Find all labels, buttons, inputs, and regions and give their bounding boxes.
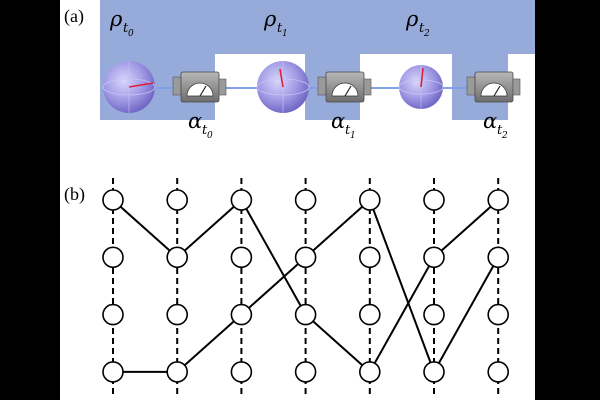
lattice-node (102, 361, 124, 383)
svg-text:t: t (345, 123, 351, 138)
alpha-label-0: α t 0 (188, 109, 213, 141)
lattice-node (294, 189, 317, 211)
lattice-node (230, 246, 253, 269)
measurement-device-icon-1 (317, 71, 372, 103)
svg-text:t: t (277, 21, 283, 36)
alpha-label-2: α t 2 (483, 109, 508, 141)
lattice-node (294, 303, 317, 326)
bloch-sphere-1 (256, 61, 310, 113)
lattice-node (294, 246, 317, 269)
svg-text:2: 2 (501, 131, 508, 141)
panel-a: (a) ρ t 0 ρ t 1 ρ t 2 (64, 0, 535, 141)
svg-text:0: 0 (207, 131, 213, 141)
lattice (102, 178, 510, 394)
bloch-sphere-2 (398, 65, 444, 109)
lattice-node (166, 361, 188, 383)
lattice-node (294, 361, 317, 383)
lattice-node (423, 189, 445, 211)
lattice-node (102, 189, 124, 211)
lattice-node (230, 361, 253, 383)
svg-text:t: t (497, 123, 503, 138)
svg-text:α: α (331, 109, 345, 133)
figure-panel: (a) ρ t 0 ρ t 1 ρ t 2 (60, 0, 535, 400)
lattice-node (423, 303, 445, 326)
trajectory-path-1 (113, 198, 500, 375)
lattice-node (423, 246, 445, 269)
lattice-node (358, 303, 381, 326)
svg-text:1: 1 (350, 131, 356, 141)
svg-text:α: α (188, 109, 202, 133)
bloch-sphere-0 (102, 61, 156, 113)
figure-canvas: (a) ρ t 0 ρ t 1 ρ t 2 (64, 0, 535, 394)
svg-text:ρ: ρ (109, 7, 123, 31)
lattice-node (166, 303, 188, 326)
time-band (100, 0, 535, 120)
measurement-device-icon-0 (172, 71, 227, 103)
alpha-label-1: α t 1 (331, 109, 356, 141)
svg-text:ρ: ρ (405, 7, 419, 31)
lattice-node (230, 189, 253, 211)
panel-b: (b) (64, 178, 510, 394)
svg-text:t: t (202, 123, 208, 138)
svg-text:α: α (483, 109, 497, 133)
lattice-node (358, 361, 381, 383)
lattice-node (230, 303, 253, 326)
lattice-node (487, 303, 510, 326)
lattice-node (102, 246, 124, 269)
lattice-node (487, 246, 510, 269)
rho-label-1: ρ t 1 (263, 7, 288, 39)
panel-a-label: (a) (64, 6, 84, 27)
svg-text:t: t (419, 21, 425, 36)
panel-b-label: (b) (64, 184, 85, 205)
measurement-device-icon-2 (466, 71, 521, 103)
lattice-node (358, 189, 381, 211)
rho-label-0: ρ t 0 (109, 7, 134, 39)
svg-text:ρ: ρ (263, 7, 277, 31)
svg-text:2: 2 (423, 29, 430, 39)
lattice-node (166, 246, 188, 269)
trajectory-path-0 (112, 198, 499, 374)
lattice-node (358, 246, 381, 269)
lattice-node (166, 189, 188, 211)
lattice-node (487, 189, 510, 211)
lattice-node (423, 361, 445, 383)
svg-text:0: 0 (128, 29, 134, 39)
lattice-node (487, 361, 510, 383)
rho-label-2: ρ t 2 (405, 7, 430, 39)
lattice-node (102, 303, 124, 326)
svg-text:1: 1 (282, 29, 288, 39)
svg-text:t: t (123, 21, 129, 36)
